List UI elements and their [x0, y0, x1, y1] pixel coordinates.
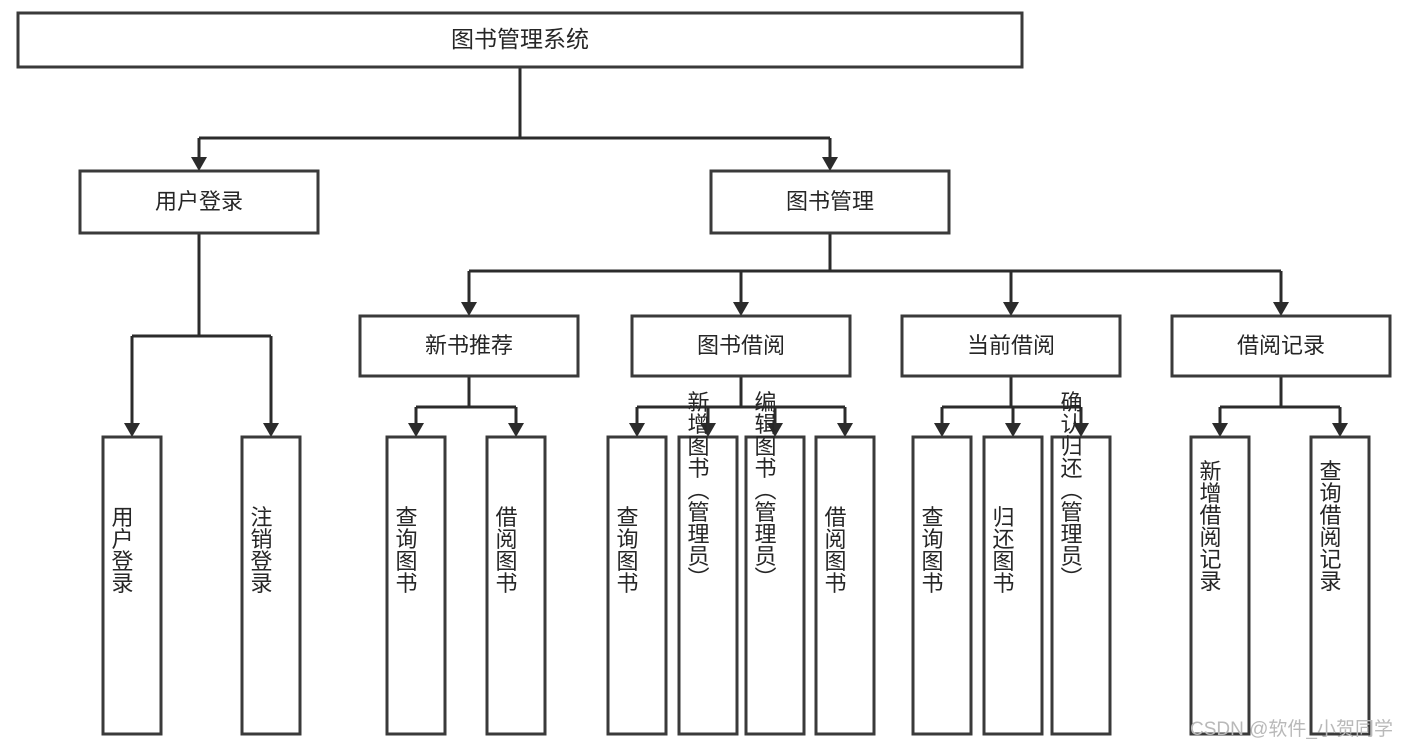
- node-leaf-add-borrow-record[interactable]: 新增借阅记录: [1189, 435, 1251, 736]
- node-leaf-borrow-book-2-rect[interactable]: [814, 435, 876, 736]
- node-new-book-recommend-rect[interactable]: [358, 314, 580, 378]
- node-leaf-confirm-return-admin-label: 确认归还（管理员）: [1058, 391, 1083, 589]
- node-leaf-borrow-book-2-label: 借阅图书: [822, 506, 847, 594]
- node-book-manage-rect[interactable]: [709, 169, 951, 235]
- node-leaf-confirm-return-admin[interactable]: 确认归还（管理员）: [1050, 391, 1112, 736]
- node-user-login-rect[interactable]: [78, 169, 320, 235]
- node-leaf-add-book-admin-label: 新增图书（管理员）: [685, 391, 710, 589]
- connector-links: [124, 67, 1348, 437]
- node-leaf-edit-book-admin-label: 编辑图书（管理员）: [752, 391, 777, 589]
- node-leaf-confirm-return-admin-rect[interactable]: [1050, 435, 1112, 736]
- node-root-rect[interactable]: [16, 11, 1024, 69]
- csdn-watermark: CSDN @软件_小贺同学: [1190, 718, 1393, 740]
- node-leaf-return-book[interactable]: 归还图书: [982, 435, 1044, 736]
- node-current-borrow-rect[interactable]: [900, 314, 1122, 378]
- node-leaf-query-book-2-label: 查询图书: [614, 506, 639, 594]
- node-leaf-user-login[interactable]: 用户登录: [101, 435, 163, 736]
- node-book-manage-label: 图书管理: [786, 189, 874, 214]
- node-book-borrow-label: 图书借阅: [697, 333, 785, 358]
- node-borrow-record-label: 借阅记录: [1237, 333, 1325, 358]
- node-leaf-add-book-admin[interactable]: 新增图书（管理员）: [677, 391, 739, 736]
- node-leaf-query-book-1[interactable]: 查询图书: [385, 435, 447, 736]
- node-leaf-query-book-3-label: 查询图书: [919, 506, 944, 594]
- node-book-borrow-rect[interactable]: [630, 314, 852, 378]
- node-leaf-user-login-rect[interactable]: [101, 435, 163, 736]
- node-user-login-label: 用户登录: [155, 189, 243, 214]
- node-leaf-user-logout[interactable]: 注销登录: [240, 435, 302, 736]
- node-leaf-return-book-label: 归还图书: [990, 506, 1015, 594]
- node-leaf-query-borrow-record[interactable]: 查询借阅记录: [1309, 435, 1371, 736]
- node-borrow-record-rect[interactable]: [1170, 314, 1392, 378]
- node-user-login[interactable]: 用户登录: [78, 169, 320, 235]
- node-leaf-add-borrow-record-label: 新增借阅记录: [1197, 460, 1222, 592]
- node-leaf-return-book-rect[interactable]: [982, 435, 1044, 736]
- node-leaf-user-logout-label: 注销登录: [248, 506, 273, 594]
- node-leaf-user-logout-rect[interactable]: [240, 435, 302, 736]
- node-new-book-recommend-label: 新书推荐: [425, 333, 513, 358]
- node-root[interactable]: 图书管理系统: [16, 11, 1024, 69]
- node-leaf-query-book-2-rect[interactable]: [606, 435, 668, 736]
- node-leaf-query-book-1-rect[interactable]: [385, 435, 447, 736]
- node-leaf-query-book-3-rect[interactable]: [911, 435, 973, 736]
- node-leaf-query-borrow-record-label: 查询借阅记录: [1317, 460, 1342, 592]
- node-current-borrow[interactable]: 当前借阅: [900, 314, 1122, 378]
- node-leaf-borrow-book-2[interactable]: 借阅图书: [814, 435, 876, 736]
- node-borrow-record[interactable]: 借阅记录: [1170, 314, 1392, 378]
- node-leaf-query-book-3[interactable]: 查询图书: [911, 435, 973, 736]
- node-leaf-borrow-book-1-rect[interactable]: [485, 435, 547, 736]
- node-leaf-query-book-1-label: 查询图书: [393, 506, 418, 594]
- node-current-borrow-label: 当前借阅: [967, 333, 1055, 358]
- node-leaf-borrow-book-1[interactable]: 借阅图书: [485, 435, 547, 736]
- node-new-book-recommend[interactable]: 新书推荐: [358, 314, 580, 378]
- node-leaf-edit-book-admin[interactable]: 编辑图书（管理员）: [744, 391, 806, 736]
- node-book-borrow[interactable]: 图书借阅: [630, 314, 852, 378]
- node-leaf-query-book-2[interactable]: 查询图书: [606, 435, 668, 736]
- node-leaf-edit-book-admin-rect[interactable]: [744, 435, 806, 736]
- node-leaf-user-login-label: 用户登录: [109, 506, 134, 594]
- node-leaf-add-borrow-record-rect[interactable]: [1189, 435, 1251, 736]
- node-leaf-add-book-admin-rect[interactable]: [677, 435, 739, 736]
- node-leaf-borrow-book-1-label: 借阅图书: [493, 506, 518, 594]
- node-root-label: 图书管理系统: [451, 26, 589, 52]
- node-leaf-query-borrow-record-rect[interactable]: [1309, 435, 1371, 736]
- node-book-manage[interactable]: 图书管理: [709, 169, 951, 235]
- diagram-nodes: 图书管理系统用户登录图书管理新书推荐图书借阅当前借阅借阅记录用户登录注销登录查询…: [16, 11, 1392, 736]
